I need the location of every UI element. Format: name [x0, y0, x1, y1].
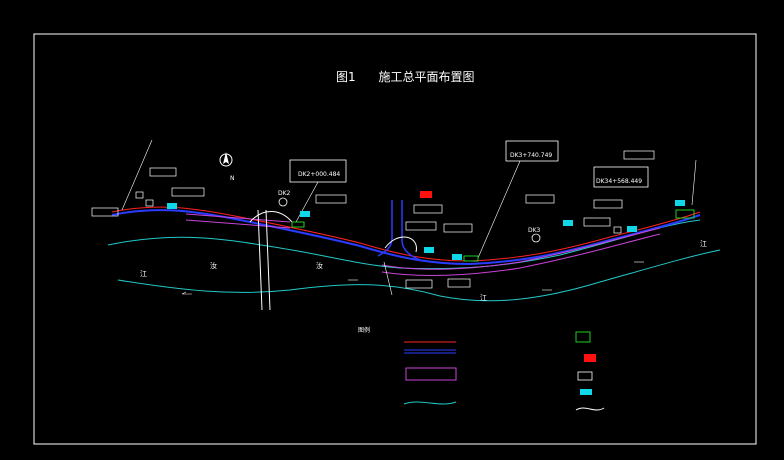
legend-red-flag: [584, 354, 596, 362]
legend-cyan-box: [580, 389, 592, 395]
label-box: [443, 223, 473, 233]
cyan-marker: [424, 247, 434, 253]
river-char: 江: [700, 240, 707, 248]
pole-label: DK2: [278, 190, 291, 197]
tributary-blue: [377, 200, 421, 261]
track-outline-c: [381, 227, 661, 270]
leader-left: [121, 139, 153, 211]
track-outline-a: [185, 213, 291, 223]
label-box: [525, 194, 555, 204]
green-structure: [291, 221, 305, 228]
label-box: [149, 167, 177, 177]
legend: [403, 331, 605, 411]
legend-river: [403, 401, 457, 405]
station-label-3: DK34+568.449: [596, 178, 642, 185]
river-char: 江: [140, 270, 147, 278]
red-flag: [420, 191, 432, 198]
label-box: [145, 199, 154, 207]
legend-road: [575, 407, 605, 411]
label-box: [613, 226, 622, 234]
track-outline-d: [381, 233, 661, 276]
label-box: [315, 194, 347, 204]
station-box-2: DK3+740.749: [477, 140, 559, 259]
flow-arrow: [181, 291, 192, 295]
label-box: [413, 204, 443, 214]
label-box: [171, 187, 205, 197]
cyan-marker: [167, 203, 177, 209]
station-label-2: DK3+740.749: [510, 152, 552, 159]
river-bank-lower: [117, 249, 721, 302]
label-box: [593, 199, 623, 209]
north-arrow: N: [219, 152, 235, 182]
cyan-marker: [675, 200, 685, 206]
road-vertical: [257, 209, 271, 311]
label-box: [405, 279, 433, 289]
label-box: [405, 221, 437, 231]
river-char: 江: [480, 294, 487, 302]
station-box-3: DK34+568.449: [593, 166, 649, 188]
pole-marker: DK2: [278, 190, 291, 207]
cyan-marker: [627, 226, 637, 232]
railway-red: [111, 206, 701, 262]
label-box: [135, 191, 144, 199]
loop-road: [384, 236, 417, 253]
leader-center: [383, 261, 393, 296]
legend-green-box: [575, 331, 591, 343]
track-outline-b: [185, 219, 291, 229]
label-box: [447, 278, 471, 288]
pole-marker: DK3: [528, 227, 541, 243]
legend-magenta-box: [405, 367, 457, 381]
river-char: 汝: [316, 261, 323, 270]
drawing-title: 图1 施工总平面布置图: [336, 70, 475, 84]
label-box: [91, 207, 119, 217]
label-box: [583, 217, 611, 227]
river-char: 汝: [210, 261, 217, 270]
cyan-marker: [452, 254, 462, 260]
legend-white-box: [577, 371, 593, 381]
north-label: N: [230, 175, 235, 182]
green-structure: [675, 209, 695, 219]
station-box-1: DK2+000.484: [289, 159, 347, 223]
cyan-marker: [300, 211, 310, 217]
station-label-1: DK2+000.484: [298, 171, 340, 178]
leader-right: [691, 159, 697, 206]
pole-label-b: DK3: [528, 227, 541, 234]
legend-title: 图例: [358, 326, 370, 334]
green-structure: [463, 255, 479, 262]
label-box: [623, 150, 655, 160]
road-curve: [249, 211, 293, 223]
drawing-frame: [33, 33, 757, 445]
cyan-marker: [563, 220, 573, 226]
